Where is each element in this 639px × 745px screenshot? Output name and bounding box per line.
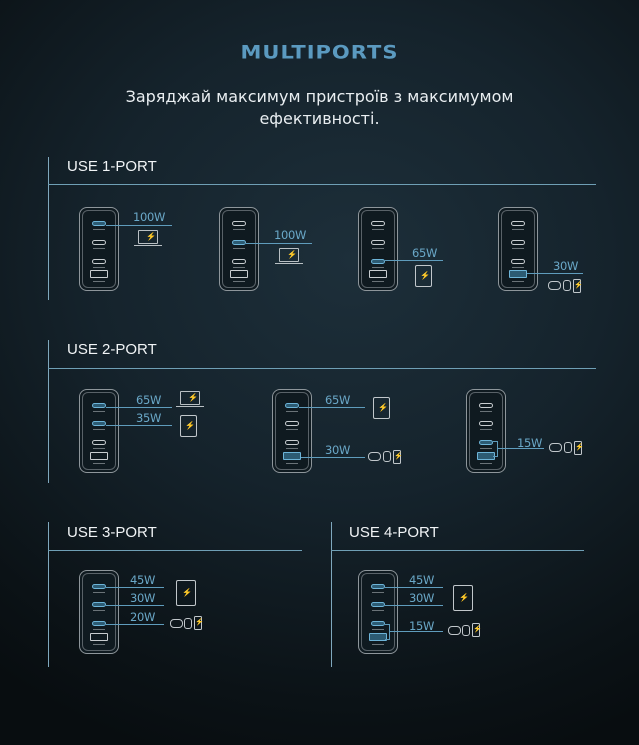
- usb-a-port: [509, 270, 527, 278]
- laptop-icon: ⚡: [279, 248, 299, 262]
- charger-icon: [79, 570, 119, 654]
- earbuds-icon: [368, 452, 381, 461]
- wattage-label: 100W: [133, 210, 166, 224]
- section-divider-vertical: [48, 522, 49, 667]
- subtitle-line-2: ефективності.: [259, 109, 380, 128]
- wattage-label: 20W: [130, 610, 156, 624]
- watch-icon: [184, 618, 192, 629]
- earbuds-icon: [548, 281, 561, 290]
- usb-c2-port: [232, 240, 246, 245]
- connector-line: [106, 425, 172, 426]
- connector-line: [299, 407, 365, 408]
- phone-icon: ⚡: [393, 450, 403, 464]
- charger-icon: [219, 207, 259, 291]
- watch-icon: [564, 442, 572, 453]
- connector-line: [106, 407, 172, 408]
- page-subtitle: Заряджай максимум пристроїв з максимумом…: [60, 86, 579, 130]
- tablet-icon: ⚡: [415, 265, 432, 287]
- usb-c3-port: [92, 259, 106, 264]
- charger-icon: [272, 389, 312, 473]
- charger-icon: [358, 570, 398, 654]
- earbuds-icon: [170, 619, 183, 628]
- tablet-icon: ⚡: [180, 415, 197, 437]
- section-divider-vertical: [48, 157, 49, 300]
- usb-c2-port: [92, 240, 106, 245]
- laptop-icon: ⚡: [180, 391, 200, 405]
- section-label-1-port: USE 1-PORT: [67, 158, 157, 175]
- wattage-label: 65W: [325, 393, 351, 407]
- phone-icon: ⚡: [574, 441, 584, 455]
- wattage-label: 65W: [136, 393, 162, 407]
- connector-line: [106, 225, 172, 226]
- page-title: MULTIPORTS: [240, 41, 399, 63]
- phone-icon: ⚡: [573, 279, 583, 293]
- bracket-connector: [493, 441, 498, 457]
- connector-line: [246, 243, 312, 244]
- connector-line: [527, 273, 583, 274]
- laptop-icon: ⚡: [138, 230, 158, 244]
- wattage-label: 65W: [412, 246, 438, 260]
- charger-icon: [79, 389, 119, 473]
- laptop-base: [134, 245, 162, 246]
- section-divider-horizontal: [48, 184, 596, 185]
- section-divider-horizontal: [48, 550, 302, 551]
- connector-line: [301, 457, 365, 458]
- wattage-label: 45W: [409, 573, 435, 587]
- connector-line: [106, 587, 164, 588]
- connector-line: [385, 260, 443, 261]
- watch-icon: [563, 280, 571, 291]
- connector-line: [385, 605, 443, 606]
- wattage-label: 30W: [130, 591, 156, 605]
- wattage-label: 30W: [325, 443, 351, 457]
- connector-line: [498, 448, 544, 449]
- watch-icon: [383, 451, 391, 462]
- wattage-label: 35W: [136, 411, 162, 425]
- usb-c3-port: [371, 259, 385, 264]
- charger-icon: [358, 207, 398, 291]
- earbuds-icon: [448, 626, 461, 635]
- charger-icon: [466, 389, 506, 473]
- watch-icon: [462, 625, 470, 636]
- earbuds-icon: [549, 443, 562, 452]
- usb-a-port: [90, 270, 108, 278]
- charger-icon: [79, 207, 119, 291]
- tablet-icon: ⚡: [176, 580, 196, 606]
- connector-line: [106, 624, 164, 625]
- section-label-3-port: USE 3-PORT: [67, 524, 157, 541]
- subtitle-line-1: Заряджай максимум пристроїв з максимумом: [125, 87, 514, 106]
- section-divider-horizontal: [331, 550, 584, 551]
- phone-icon: ⚡: [472, 623, 482, 637]
- section-label-2-port: USE 2-PORT: [67, 341, 157, 358]
- charger-icon: [498, 207, 538, 291]
- bracket-connector: [385, 624, 390, 640]
- section-divider-vertical: [48, 340, 49, 483]
- wattage-label: 15W: [517, 436, 543, 450]
- wattage-label: 30W: [409, 591, 435, 605]
- connector-line: [106, 605, 164, 606]
- wattage-label: 30W: [553, 259, 579, 273]
- connector-line: [390, 631, 443, 632]
- usb-c1-port: [92, 221, 106, 226]
- tablet-icon: ⚡: [373, 397, 390, 419]
- section-divider-horizontal: [48, 368, 596, 369]
- section-label-4-port: USE 4-PORT: [349, 524, 439, 541]
- tablet-icon: ⚡: [453, 585, 473, 611]
- connector-line: [385, 587, 443, 588]
- wattage-label: 15W: [409, 619, 435, 633]
- wattage-label: 45W: [130, 573, 156, 587]
- phone-icon: ⚡: [194, 616, 204, 630]
- laptop-base: [275, 263, 303, 264]
- laptop-base: [176, 406, 204, 407]
- section-divider-vertical: [331, 522, 332, 667]
- wattage-label: 100W: [274, 228, 307, 242]
